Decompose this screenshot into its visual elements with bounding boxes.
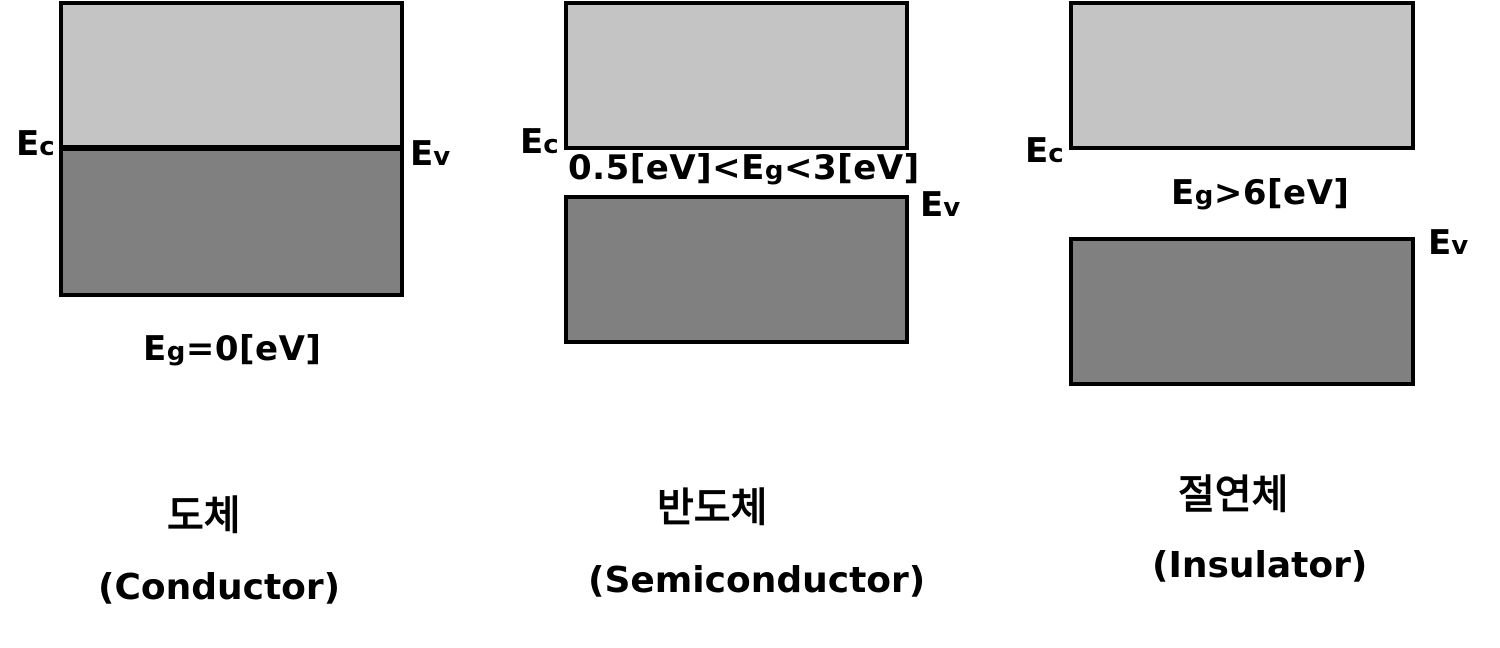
- insulator-gap-label: Eg>6[eV]: [1171, 173, 1350, 213]
- semiconductor-ec-label: Ec: [520, 122, 559, 162]
- insulator-ev-label: Ev: [1428, 223, 1469, 263]
- semiconductor-korean-title: 반도체: [657, 485, 768, 531]
- conductor-valence-band: [59, 147, 404, 297]
- semiconductor-english-title: (Semiconductor): [588, 560, 926, 601]
- insulator-korean-title: 절연체: [1178, 472, 1289, 518]
- conductor-overlap-line: [59, 145, 404, 151]
- conductor-ev-label: Ev: [410, 134, 451, 174]
- conductor-conduction-band: [59, 1, 404, 151]
- insulator-ec-label: Ec: [1025, 131, 1064, 171]
- insulator-conduction-band: [1069, 1, 1415, 150]
- semiconductor-valence-band: [564, 195, 909, 344]
- insulator-valence-band: [1069, 237, 1415, 386]
- conductor-gap-label: Eg=0[eV]: [143, 329, 322, 369]
- conductor-ec-label: Ec: [16, 124, 55, 164]
- semiconductor-gap-label: 0.5[eV]<Eg<3[eV]: [568, 148, 920, 188]
- semiconductor-ev-label: Ev: [920, 185, 961, 225]
- conductor-english-title: (Conductor): [98, 567, 341, 608]
- semiconductor-conduction-band: [564, 1, 909, 150]
- conductor-korean-title: 도체: [167, 493, 241, 539]
- insulator-english-title: (Insulator): [1152, 545, 1368, 586]
